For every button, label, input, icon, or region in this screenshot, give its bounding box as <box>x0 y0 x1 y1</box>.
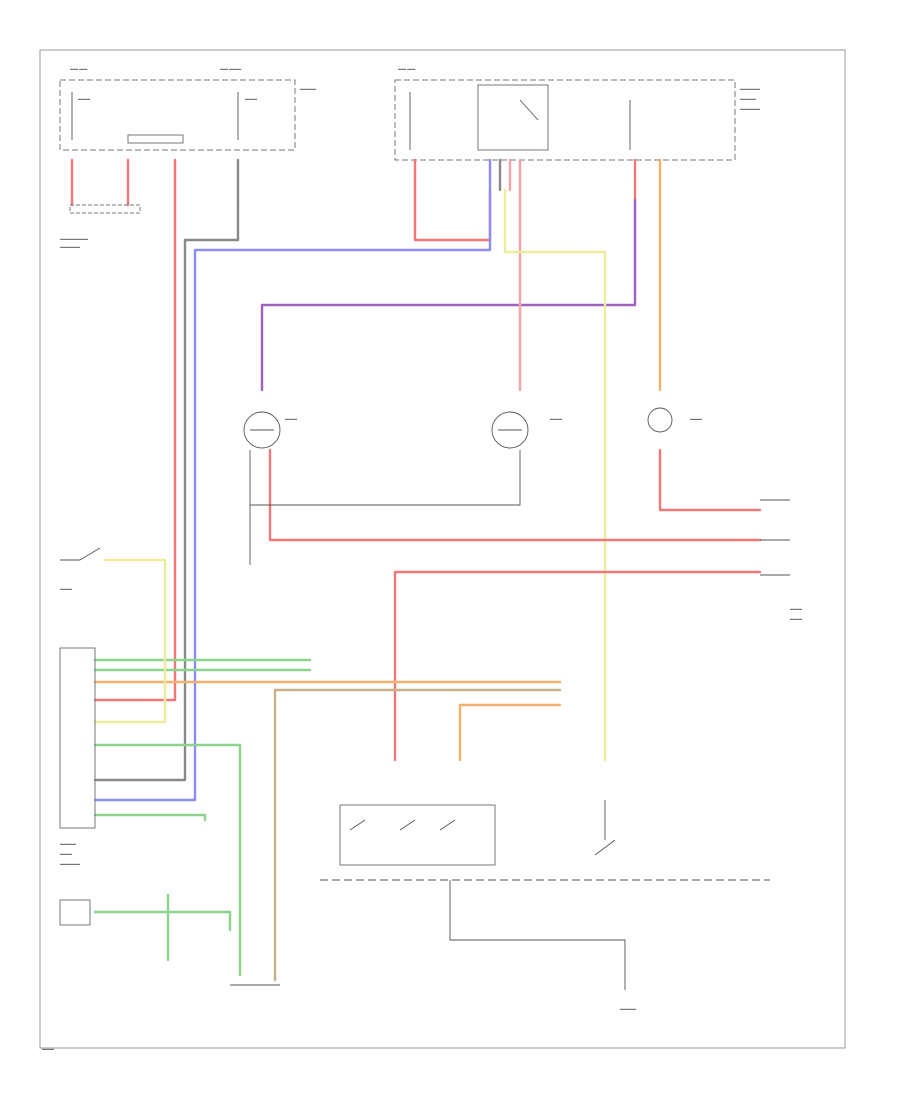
svg-text:▬▬▬: ▬▬▬ <box>790 606 802 611</box>
headlight-relay-box: ▬▬ ▬▬ ▬▬▬▬▬ ▬▬▬▬ ▬▬▬▬▬ <box>394 66 760 161</box>
svg-text:▬▬▬: ▬▬▬ <box>285 416 297 421</box>
svg-text:▬▬▬▬▬: ▬▬▬▬▬ <box>60 861 80 866</box>
svg-text:▬▬▬▬▬: ▬▬▬▬▬ <box>60 244 80 249</box>
svg-text:▬▬▬▬▬: ▬▬▬▬▬ <box>740 106 760 111</box>
svg-text:▬▬ ▬▬: ▬▬ ▬▬ <box>398 66 415 71</box>
right-headlight: ▬▬▬ <box>491 411 562 449</box>
bottom-connector <box>59 899 280 986</box>
left-headlight: ▬▬▬ <box>243 411 297 449</box>
connector-right: ▬▬▬ ▬▬▬ <box>760 499 802 621</box>
svg-text:▬▬▬▬: ▬▬▬▬ <box>60 841 76 846</box>
svg-text:▬▬ ▬▬: ▬▬ ▬▬ <box>70 66 87 71</box>
passing-switch <box>594 839 616 856</box>
svg-text:▬▬ ▬▬▬: ▬▬ ▬▬▬ <box>220 66 241 71</box>
svg-text:▬▬▬▬: ▬▬▬▬ <box>620 1006 636 1011</box>
svg-text:▬▬▬▬▬: ▬▬▬▬▬ <box>740 86 760 91</box>
svg-text:▬▬▬▬▬▬▬: ▬▬▬▬▬▬▬ <box>60 236 88 241</box>
svg-text:▬▬▬: ▬▬▬ <box>42 1046 54 1051</box>
left-switch: ▬▬▬ <box>60 547 101 591</box>
svg-text:▬▬▬: ▬▬▬ <box>245 96 257 101</box>
svg-text:▬▬▬: ▬▬▬ <box>60 586 72 591</box>
svg-text:▬▬▬▬: ▬▬▬▬ <box>740 96 756 101</box>
diagram-frame <box>39 49 846 1049</box>
connector-top-left: ▬▬▬▬▬▬▬ ▬▬▬▬▬ <box>60 158 240 249</box>
connector-top-right <box>413 158 662 212</box>
svg-text:▬▬▬: ▬▬▬ <box>78 96 90 101</box>
svg-text:▬▬▬: ▬▬▬ <box>790 616 802 621</box>
ground-bottom: ▬▬▬▬ <box>620 980 636 1011</box>
wiring-harness <box>93 188 762 982</box>
automatic-light-controller: ▬▬▬▬ ▬▬▬ ▬▬▬▬▬ <box>59 647 96 866</box>
indicator-lamp: ▬▬▬ <box>647 407 702 433</box>
svg-text:▬▬▬: ▬▬▬ <box>690 416 702 421</box>
svg-text:▬▬▬▬: ▬▬▬▬ <box>300 86 316 91</box>
svg-text:▬▬▬: ▬▬▬ <box>550 416 562 421</box>
svg-text:▬▬▬: ▬▬▬ <box>60 851 72 856</box>
fuse-box-top-left: ▬▬ ▬▬ ▬▬ ▬▬▬ ▬▬▬▬ ▬▬▬ ▬▬▬ <box>59 66 316 151</box>
dimmer-switch <box>339 804 496 866</box>
